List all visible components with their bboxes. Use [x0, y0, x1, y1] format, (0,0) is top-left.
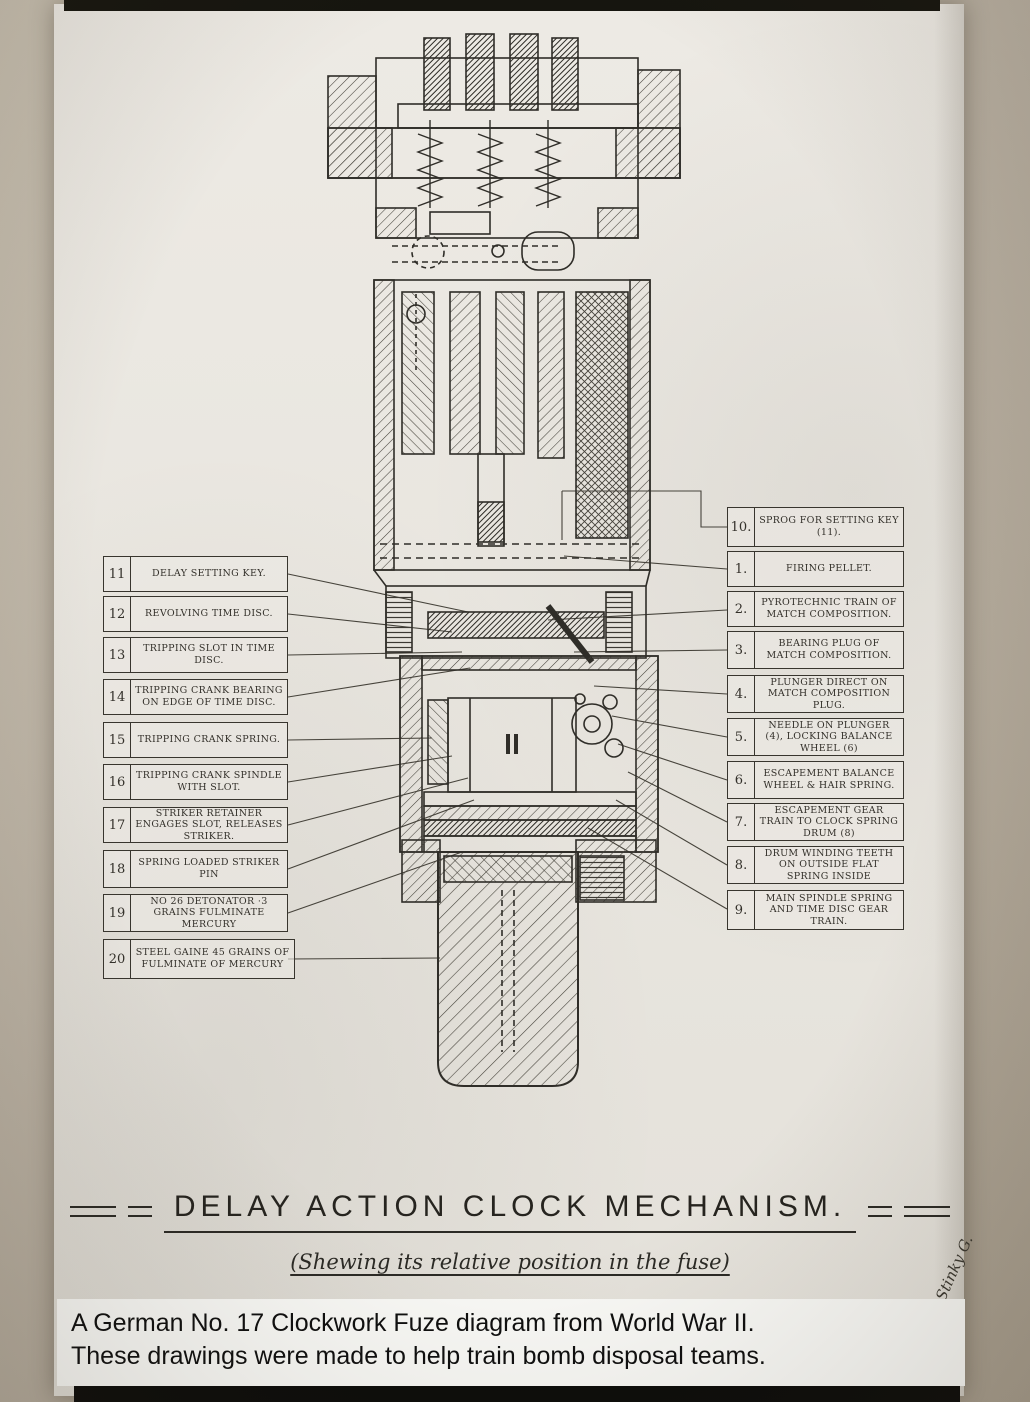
label-text: Spring Loaded Striker Pin: [138, 857, 280, 880]
caption-line-2: These drawings were made to help train b…: [71, 1342, 766, 1370]
label-text: Revolving Time Disc.: [145, 608, 273, 620]
label-text: Drum Winding Teeth On Outside Flat Sprin…: [764, 847, 894, 882]
label-number: 9.: [728, 891, 755, 929]
label-box-14: 14 Tripping Crank Bearing On Edge Of Tim…: [103, 679, 288, 715]
title-row: DELAY ACTION CLOCK MECHANISM.: [55, 1190, 965, 1233]
label-text: Tripping Slot In Time Disc.: [143, 643, 275, 666]
label-number: 7.: [728, 804, 755, 840]
decorative-dash-icon: [868, 1206, 893, 1217]
label-box-11: 11 Delay Setting Key.: [103, 556, 288, 592]
label-text: Tripping Crank Bearing On Edge Of Time D…: [135, 685, 283, 708]
label-box-15: 15 Tripping Crank Spring.: [103, 722, 288, 758]
time-disc-flange: [373, 569, 651, 664]
label-box-17: 17 Striker Retainer Engages Slot, Releas…: [103, 807, 288, 843]
label-text: Firing Pellet.: [786, 563, 872, 575]
label-text: Tripping Crank Spindle With Slot.: [136, 770, 282, 793]
label-box-12: 12 Revolving Time Disc.: [103, 596, 288, 632]
fuze-head: [327, 57, 681, 179]
clock-mechanism: [399, 655, 659, 853]
decorative-dash-icon: [127, 1206, 152, 1217]
caption-line-1: A German No. 17 Clockwork Fuze diagram f…: [71, 1309, 755, 1337]
label-box-18: 18 Spring Loaded Striker Pin: [103, 850, 288, 888]
label-number: 1.: [728, 552, 755, 586]
label-text: Steel Gaine 45 Grains Of Fulminate Of Me…: [135, 947, 290, 970]
striker-springs: [416, 120, 562, 208]
label-number: 4.: [728, 676, 755, 712]
label-box-20: 20 Steel Gaine 45 Grains Of Fulminate Of…: [103, 939, 295, 979]
diagram-subtitle: (Shewing its relative position in the fu…: [290, 1250, 730, 1274]
label-text: Striker Retainer Engages Slot, Releases …: [135, 807, 283, 842]
label-box-16: 16 Tripping Crank Spindle With Slot.: [103, 764, 288, 800]
frame-edge-bottom: [74, 1386, 960, 1402]
label-number: 20: [104, 940, 131, 978]
diagram-title: DELAY ACTION CLOCK MECHANISM.: [163, 1190, 857, 1233]
top-studs: [397, 33, 639, 129]
label-number: 13: [104, 638, 131, 672]
frame-edge-top: [64, 0, 940, 11]
label-text: Escapement Balance Wheel & Hair Spring.: [763, 768, 895, 791]
label-text: Tripping Crank Spring.: [137, 734, 281, 746]
label-box-4: 4. Plunger Direct On Match Composition P…: [727, 675, 904, 713]
label-number: 5.: [728, 719, 755, 755]
label-text: Bearing Plug Of Match Composition.: [766, 638, 892, 661]
label-number: 6.: [728, 762, 755, 798]
museum-caption: A German No. 17 Clockwork Fuze diagram f…: [57, 1299, 965, 1386]
label-number: 16: [104, 765, 131, 799]
label-box-1: 1. Firing Pellet.: [727, 551, 904, 587]
base-and-gaine: [401, 839, 657, 1087]
label-number: 10.: [728, 508, 755, 546]
label-number: 15: [104, 723, 131, 757]
label-text: Sprog For Setting Key (11).: [759, 515, 899, 538]
decorative-dash-icon: [69, 1206, 116, 1217]
label-text: Plunger Direct On Match Composition Plug…: [767, 676, 891, 711]
label-box-7: 7. Escapement Gear Train To Clock Spring…: [727, 803, 904, 841]
main-body: [373, 279, 651, 571]
label-text: Delay Setting Key.: [152, 568, 266, 580]
label-number: 8.: [728, 847, 755, 883]
label-number: 11: [104, 557, 131, 591]
label-number: 14: [104, 680, 131, 714]
label-number: 19: [104, 895, 131, 931]
label-box-6: 6. Escapement Balance Wheel & Hair Sprin…: [727, 761, 904, 799]
label-text: Pyrotechnic Train Of Match Composition.: [761, 597, 897, 620]
label-text: Needle On Plunger (4), Locking Balance W…: [765, 719, 893, 754]
label-box-13: 13 Tripping Slot In Time Disc.: [103, 637, 288, 673]
label-box-5: 5. Needle On Plunger (4), Locking Balanc…: [727, 718, 904, 756]
label-number: 3.: [728, 632, 755, 668]
label-box-10: 10. Sprog For Setting Key (11).: [727, 507, 904, 547]
label-number: 17: [104, 808, 131, 842]
label-text: No 26 Detonator ·3 Grains Fulminate Merc…: [150, 895, 268, 930]
label-box-3: 3. Bearing Plug Of Match Composition.: [727, 631, 904, 669]
label-box-8: 8. Drum Winding Teeth On Outside Flat Sp…: [727, 846, 904, 884]
label-box-2: 2. Pyrotechnic Train Of Match Compositio…: [727, 591, 904, 627]
decorative-dash-icon: [904, 1206, 951, 1217]
fuze-mechanism: [327, 33, 681, 1087]
label-box-9: 9. Main Spindle Spring And Time Disc Gea…: [727, 890, 904, 930]
label-text: Main Spindle Spring And Time Disc Gear T…: [765, 892, 893, 927]
label-number: 18: [104, 851, 131, 887]
label-number: 12: [104, 597, 131, 631]
setting-key-band: [375, 177, 639, 271]
label-number: 2.: [728, 592, 755, 626]
label-text: Escapement Gear Train To Clock Spring Dr…: [759, 804, 899, 839]
label-box-19: 19 No 26 Detonator ·3 Grains Fulminate M…: [103, 894, 288, 932]
paper-edge-shadow: [934, 4, 964, 1396]
